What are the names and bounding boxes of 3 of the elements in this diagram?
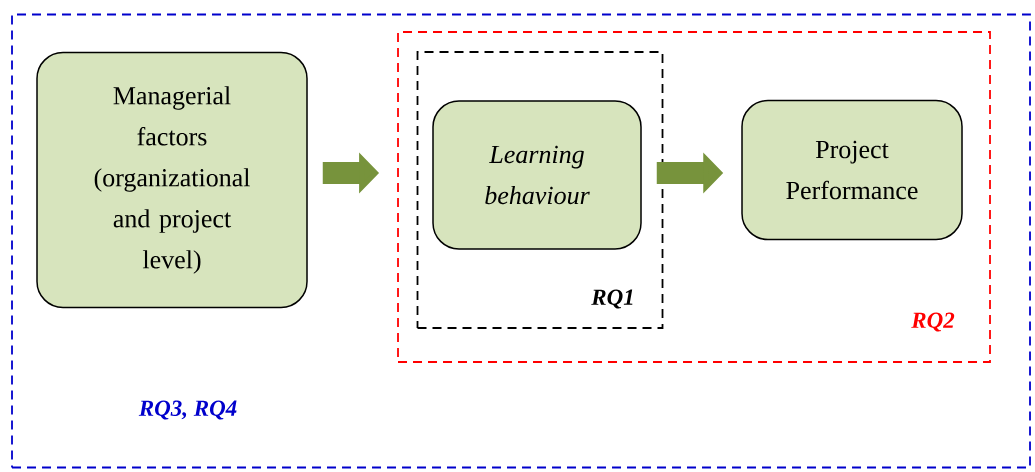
rounded-box: Managerial factors (organizational and project level) (36, 51, 308, 309)
rounded-box: Project Performance (741, 99, 963, 241)
rounded-box: Learning behaviour (432, 100, 642, 250)
